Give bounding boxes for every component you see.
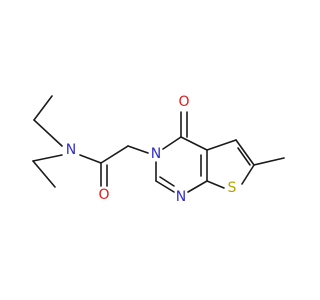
atom-n3: N	[151, 146, 161, 162]
bond-c6-methyl	[253, 157, 285, 166]
bond-ch2-n3	[127, 145, 149, 154]
atoms: N O N O N S	[66, 94, 237, 205]
atom-o4: O	[178, 94, 189, 110]
bond-s-c7a	[206, 180, 225, 189]
atom-n1-label: N	[176, 189, 186, 205]
atom-n-amide-label: N	[66, 142, 76, 158]
bond-n3-c4	[162, 136, 182, 150]
bond-carbonyl-ch2	[100, 145, 129, 164]
bond-c4-c4a	[180, 136, 208, 151]
bond-ethyl2-ch2	[32, 154, 63, 162]
atom-n1: N	[176, 189, 186, 205]
bond-c4a-c5	[206, 139, 237, 151]
bond-n1-c2-b	[159, 176, 175, 187]
atom-n-amide: N	[66, 142, 76, 158]
atom-o-amide-label: O	[98, 187, 109, 203]
atom-o4-label: O	[178, 94, 189, 110]
bond-ethyl1-ch3	[33, 95, 53, 121]
bond-ethyl2-ch3	[32, 160, 56, 188]
bond-c7a-n1	[187, 180, 208, 193]
bond-namide-carbonyl	[79, 154, 102, 164]
bond-c5-c6-a	[235, 139, 255, 166]
bond-c6-s	[241, 164, 255, 185]
bonds	[32, 95, 285, 193]
atom-n3-label: N	[151, 146, 161, 162]
bond-n1-c2-a	[155, 180, 175, 193]
atom-s: S	[228, 180, 237, 196]
bond-c5-c6-b	[237, 147, 251, 166]
atom-s-label: S	[228, 180, 237, 196]
atom-o-amide: O	[98, 187, 109, 203]
molecule-diagram: N O N O N S	[32, 94, 285, 205]
structure-canvas: N O N O N S	[32, 94, 285, 205]
bond-ethyl1-ch2	[33, 119, 63, 147]
